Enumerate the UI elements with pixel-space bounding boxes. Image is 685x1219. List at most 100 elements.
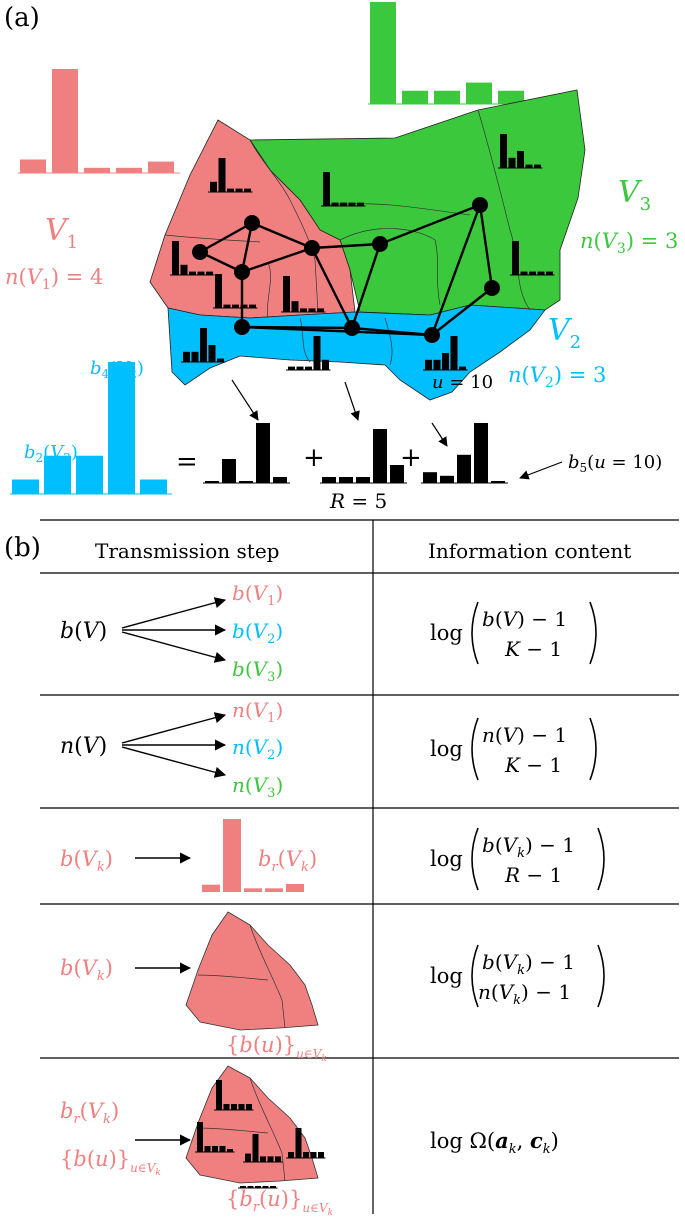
svg-text:n(V) − 1: n(V) − 1 xyxy=(482,723,567,747)
row5-4-bar-5 xyxy=(318,1152,324,1158)
sum2-bar-5 xyxy=(390,465,404,483)
map10-bar-4 xyxy=(450,336,458,370)
header-info: Information content xyxy=(428,539,631,563)
b4-label: b4(V2) xyxy=(90,358,144,381)
blue-bar-4 xyxy=(108,362,135,494)
row5-histograms xyxy=(195,1080,326,1189)
v2-count: n(V2) = 3 xyxy=(508,363,606,391)
map3-bar-1 xyxy=(323,172,330,206)
row5-5-bar-3 xyxy=(255,1186,261,1188)
red-bar-1 xyxy=(20,159,46,173)
header-step: Transmission step xyxy=(95,539,279,563)
row5-3-bar-3 xyxy=(260,1156,266,1162)
map4-bar-3 xyxy=(189,271,196,275)
map2-bar-5 xyxy=(534,164,541,168)
row-3-formula: log b(Vk) − 1 R − 1 xyxy=(430,827,605,891)
v3-count: n(V3) = 3 xyxy=(580,229,678,257)
plus-sign-1: + xyxy=(303,443,325,473)
sum3-bar-3 xyxy=(457,454,471,483)
green-bar-4 xyxy=(466,82,492,104)
green-bar-3 xyxy=(434,90,460,104)
map4-bar-4 xyxy=(197,271,205,275)
equals-sign: = xyxy=(176,447,198,477)
arrow-2 xyxy=(344,381,360,421)
svg-text:b(Vk) − 1: b(Vk) − 1 xyxy=(482,833,575,861)
svg-text:n(V): n(V) xyxy=(60,734,107,759)
map6-bar-2 xyxy=(291,301,299,312)
svg-text:K − 1: K − 1 xyxy=(504,753,562,777)
map2-bar-1 xyxy=(500,134,507,168)
map6-bar-5 xyxy=(317,308,324,312)
map8-bar-1 xyxy=(183,351,190,362)
map1-bar-3 xyxy=(227,188,234,192)
map9-bar-5 xyxy=(322,359,329,370)
map10-bar-2 xyxy=(433,359,441,370)
row5-3-bar-5 xyxy=(275,1156,281,1162)
sum2-bar-4 xyxy=(373,429,387,483)
panel-a-label: (a) xyxy=(4,3,40,33)
sum1-bar-4 xyxy=(256,423,270,483)
row5-1-bar-5 xyxy=(246,1104,252,1110)
map7-bar-1 xyxy=(512,241,519,275)
map3-bar-4 xyxy=(348,202,356,206)
map4-bar-5 xyxy=(206,271,213,275)
sum2-bar-3 xyxy=(356,477,370,483)
map6-bar-4 xyxy=(308,308,316,312)
row3-bar-5 xyxy=(286,883,304,892)
svg-text:R − 1: R − 1 xyxy=(504,863,562,887)
map5-bar-3 xyxy=(232,304,239,308)
arrow-3 xyxy=(431,422,448,447)
map10-bar-1 xyxy=(425,359,432,370)
row5-4-bar-2 xyxy=(295,1128,302,1158)
map3-bar-5 xyxy=(357,202,364,206)
map9-bar-2 xyxy=(296,366,304,370)
network-nodes xyxy=(192,197,500,343)
sum1-bar-1 xyxy=(205,481,219,483)
row5-4-bar-4 xyxy=(310,1152,317,1158)
svg-text:{b(u)}u∈Vk: {b(u)}u∈Vk xyxy=(226,1033,327,1064)
b5-label: b5(u = 10) xyxy=(568,452,662,475)
svg-text:log: log xyxy=(430,964,463,988)
map3-bar-2 xyxy=(331,202,339,206)
row5-2-bar-5 xyxy=(227,1149,233,1152)
sum3-bar-2 xyxy=(440,475,454,483)
map5-bar-5 xyxy=(249,304,256,308)
map8-bar-5 xyxy=(217,358,224,362)
map5-bar-1 xyxy=(215,274,222,308)
map7-bar-3 xyxy=(529,271,536,275)
sum-histograms xyxy=(203,423,508,484)
map1-bar-4 xyxy=(235,188,243,192)
blue-bar-3 xyxy=(76,455,103,494)
svg-text:log: log xyxy=(430,847,463,871)
red-bar-2 xyxy=(52,69,78,173)
row5-3-bar-2 xyxy=(252,1134,259,1162)
svg-text:b(V1): b(V1) xyxy=(232,581,283,609)
map3-bar-3 xyxy=(340,202,347,206)
svg-text:log Ω(ak, ck): log Ω(ak, ck) xyxy=(430,1128,559,1157)
row-5: br(Vk) {b(u)}u∈Vk {br(u)}u∈Vk xyxy=(60,1065,333,1218)
blue-bar-5 xyxy=(140,479,167,494)
row5-2-bar-3 xyxy=(212,1146,218,1152)
row5-1-bar-3 xyxy=(231,1104,237,1110)
panel-b-label: (b) xyxy=(4,533,41,563)
sum3-bar-1 xyxy=(423,472,437,483)
map7-bar-2 xyxy=(520,271,528,275)
sum2-bar-1 xyxy=(322,477,336,483)
map1-bar-1 xyxy=(210,181,217,192)
map8-bar-4 xyxy=(208,345,216,362)
arrow-b5 xyxy=(519,461,563,480)
svg-text:b(Vk): b(Vk) xyxy=(60,847,113,875)
row-3: b(Vk) br(Vk) xyxy=(60,819,317,892)
green-bar-1 xyxy=(370,2,396,104)
b2-label: b2(V2) xyxy=(24,442,78,465)
row3-bar-3 xyxy=(244,888,262,892)
sum3-bar-4 xyxy=(474,423,488,483)
row5-3-bar-4 xyxy=(267,1156,274,1162)
row5-1-bar-2 xyxy=(223,1104,230,1110)
v2-label: V2 xyxy=(548,313,581,353)
map2-bar-2 xyxy=(508,157,516,168)
green-histogram xyxy=(368,2,530,105)
v1-count: n(V1) = 4 xyxy=(5,265,103,293)
svg-text:{br(u)}u∈Vk: {br(u)}u∈Vk xyxy=(226,1187,333,1218)
